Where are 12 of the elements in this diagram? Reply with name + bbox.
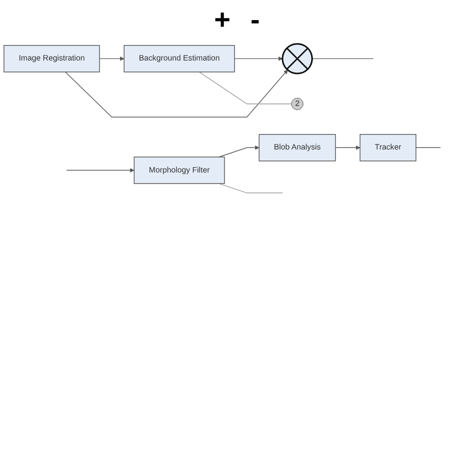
arrow (66, 168, 134, 172)
arrow (335, 146, 360, 150)
sign-label: - (250, 4, 260, 36)
connector (198, 72, 292, 104)
connector (312, 58, 374, 60)
arrow (99, 56, 124, 61)
arrow (234, 56, 283, 61)
arrow (65, 70, 288, 118)
connector (218, 183, 283, 194)
sign-label: + (214, 4, 231, 36)
connector (416, 147, 441, 148)
arrow (218, 146, 260, 158)
